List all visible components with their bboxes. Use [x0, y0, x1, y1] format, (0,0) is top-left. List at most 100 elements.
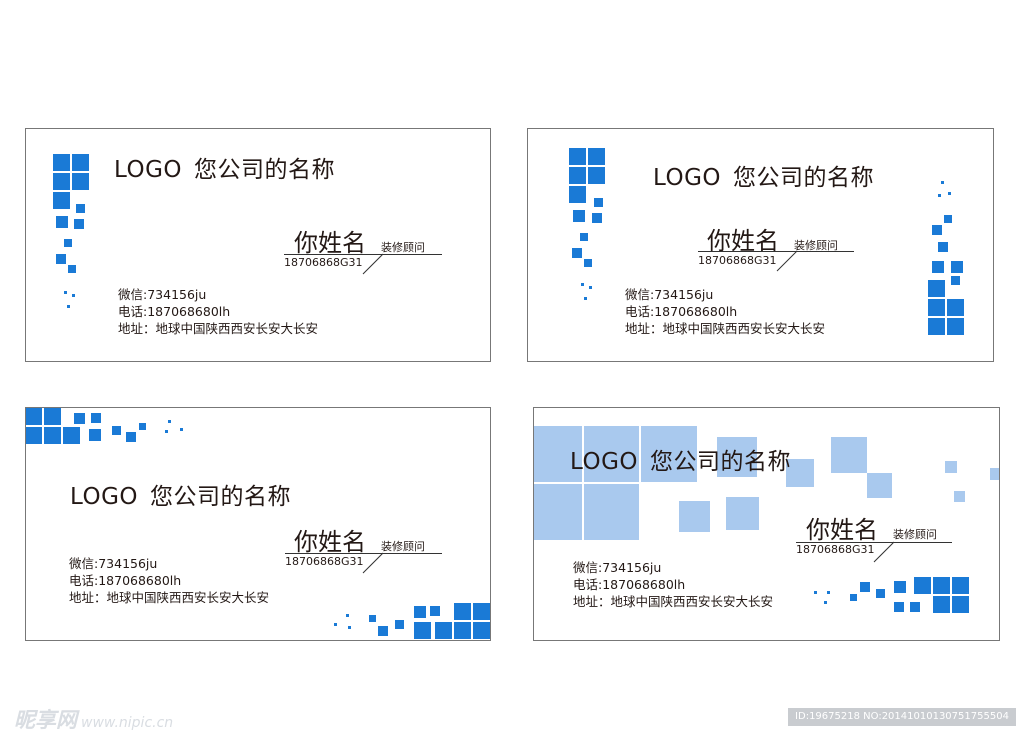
underline: [285, 553, 442, 554]
logo-text: LOGO: [114, 157, 183, 183]
decor-square: [89, 429, 101, 441]
decor-square: [894, 602, 904, 612]
slash-line: [362, 253, 384, 275]
decor-square: [584, 484, 639, 540]
decor-square: [584, 297, 587, 300]
decor-square: [53, 173, 70, 190]
decor-square: [717, 437, 757, 477]
decor-square: [860, 582, 870, 592]
decor-square: [910, 602, 920, 612]
decor-square: [679, 501, 710, 532]
decor-square: [67, 305, 70, 308]
wechat-line: 微信:734156ju: [625, 287, 714, 302]
decor-square: [430, 606, 440, 616]
decor-square: [44, 408, 61, 425]
slash-line: [362, 552, 384, 574]
decor-square: [76, 204, 85, 213]
decor-square: [933, 577, 950, 594]
decor-square: [824, 601, 827, 604]
decor-square: [584, 259, 592, 267]
decor-square: [473, 603, 490, 620]
decor-square: [569, 186, 586, 203]
address-line: 地址：地球中国陕西西安长安大长安: [573, 594, 774, 609]
decor-square: [954, 491, 965, 502]
decor-square: [435, 622, 452, 639]
decor-square: [56, 216, 68, 228]
decor-square: [928, 299, 945, 316]
person-title: 装修顾问: [893, 528, 937, 541]
contact-info: 微信:734156ju 电话:187068680lh 地址：地球中国陕西西安长安…: [625, 286, 825, 337]
tel-line: 电话:187068680lh: [573, 577, 686, 592]
decor-square: [588, 167, 605, 184]
decor-square: [814, 591, 817, 594]
company-name: 您公司的名称: [733, 165, 875, 191]
decor-square: [26, 408, 42, 425]
watermark-brand: 昵享网: [14, 708, 77, 732]
decor-square: [867, 473, 892, 498]
decor-square: [68, 265, 76, 273]
wechat-line: 微信:734156ju: [118, 287, 207, 302]
decor-square: [569, 148, 586, 165]
decor-square: [414, 622, 431, 639]
decor-square: [64, 239, 72, 247]
company-name: 您公司的名称: [150, 484, 292, 510]
address-line: 地址：地球中国陕西西安长安大长安: [625, 321, 826, 336]
decor-square: [180, 428, 183, 431]
decor-square: [378, 626, 388, 636]
decor-square: [928, 318, 945, 335]
decor-square: [573, 210, 585, 222]
decor-square: [74, 219, 84, 229]
tel-line: 电话:187068680lh: [69, 573, 182, 588]
decor-square: [947, 299, 964, 316]
decor-square: [53, 192, 70, 209]
decor-square: [584, 426, 639, 482]
contact-info: 微信:734156ju 电话:187068680lh 地址：地球中国陕西西安长安…: [118, 286, 318, 337]
address-line: 地址：地球中国陕西西安长安大长安: [69, 590, 270, 605]
image-id-watermark: ID:19675218 NO:20141010130751755504: [788, 708, 1016, 726]
person-title: 装修顾问: [794, 239, 838, 252]
contact-info: 微信:734156ju 电话:187068680lh 地址：地球中国陕西西安长安…: [69, 555, 269, 606]
decor-square: [74, 413, 85, 424]
wechat-line: 微信:734156ju: [69, 556, 158, 571]
company-name: 您公司的名称: [650, 449, 792, 475]
underline: [284, 254, 442, 255]
decor-square: [945, 461, 957, 473]
decor-square: [53, 154, 70, 171]
decor-square: [933, 596, 950, 613]
decor-square: [414, 606, 426, 618]
phone-number: 18706868G31: [698, 254, 777, 267]
decor-square: [938, 242, 948, 252]
decor-square: [369, 615, 376, 622]
decor-square: [346, 614, 349, 617]
decor-square: [454, 603, 471, 620]
decor-square: [588, 148, 605, 165]
decor-square: [938, 194, 941, 197]
decor-square: [928, 280, 945, 297]
phone-number: 18706868G31: [796, 543, 875, 556]
decor-square: [952, 577, 969, 594]
decor-square: [334, 623, 337, 626]
slash-line: [873, 541, 895, 563]
decor-square: [581, 283, 584, 286]
tel-line: 电话:187068680lh: [625, 304, 738, 319]
wechat-line: 微信:734156ju: [573, 560, 662, 575]
decor-square: [112, 426, 121, 435]
decor-square: [831, 437, 867, 473]
decor-square: [64, 291, 67, 294]
address-line: 地址：地球中国陕西西安长安大长安: [118, 321, 319, 336]
decor-square: [26, 427, 42, 444]
decor-square: [589, 286, 592, 289]
decor-square: [850, 594, 857, 601]
decor-square: [473, 622, 490, 639]
decor-square: [72, 173, 89, 190]
decor-square: [572, 248, 582, 258]
decor-square: [72, 154, 89, 171]
decor-square: [932, 225, 942, 235]
